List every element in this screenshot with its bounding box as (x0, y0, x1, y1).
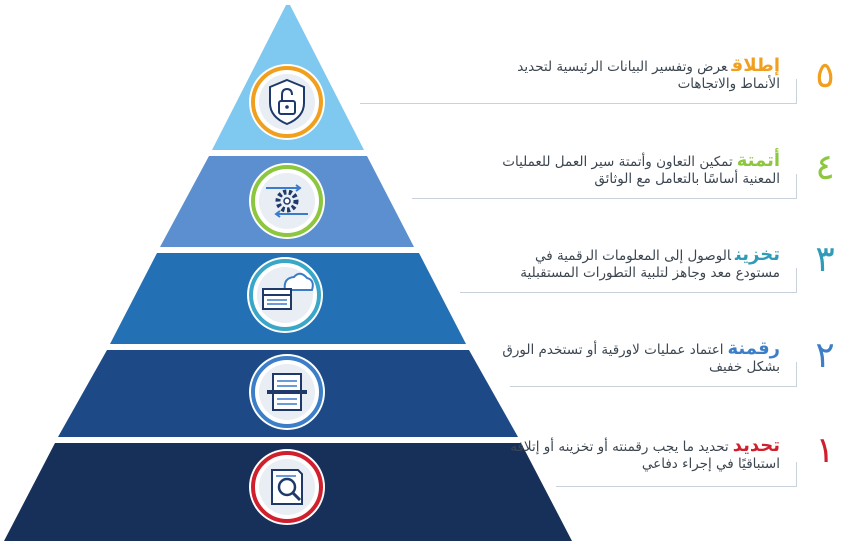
level-5-keyword: إطلاق (731, 55, 780, 76)
level-5-connector (360, 79, 797, 104)
document-scan-icon (249, 354, 325, 430)
level-1-number: ١ (815, 430, 835, 471)
magnifier-document-icon (249, 449, 325, 525)
cloud-storage-icon (247, 257, 323, 333)
level-3-connector (460, 268, 797, 293)
level-1-keyword: تحديد (732, 435, 780, 456)
level-4-text: تمكين التعاون وأتمتة سير العمل للعمليات … (502, 154, 780, 187)
level-2-text: اعتماد عمليات لاورقية أو تستخدم الورق بش… (502, 342, 780, 375)
gear-cycle-icon (249, 163, 325, 239)
level-5-number: ٥ (815, 55, 835, 96)
level-2-connector (510, 362, 797, 387)
level-5-text: عرض وتفسير البيانات الرئيسية لتحديد الأن… (517, 59, 780, 92)
level-4-keyword: أتمتة (736, 150, 780, 171)
level-4-connector (412, 174, 797, 199)
level-3-keyword: تخزين (734, 244, 780, 265)
level-2-keyword: رقمنة (727, 338, 780, 359)
level-2-description: رقمنةاعتماد عمليات لاورقية أو تستخدم الو… (500, 340, 780, 376)
level-1-text: تحديد ما يجب رقمنته أو تخزينه أو إتلافه … (510, 439, 780, 472)
level-3-text: الوصول إلى المعلومات الرقمية في مستودع م… (520, 248, 780, 281)
shield-lock-icon (249, 64, 325, 140)
level-1-description: تحديدتحديد ما يجب رقمنته أو تخزينه أو إت… (500, 437, 780, 473)
level-5-description: إطلاقعرض وتفسير البيانات الرئيسية لتحديد… (500, 57, 780, 93)
level-2-number: ٢ (815, 335, 835, 376)
level-4-description: أتمتةتمكين التعاون وأتمتة سير العمل للعم… (500, 152, 780, 188)
level-4-number: ٤ (815, 147, 835, 188)
level-3-description: تخزينالوصول إلى المعلومات الرقمية في مست… (500, 246, 780, 282)
level-1-connector (556, 462, 797, 487)
level-3-number: ٣ (815, 239, 835, 280)
